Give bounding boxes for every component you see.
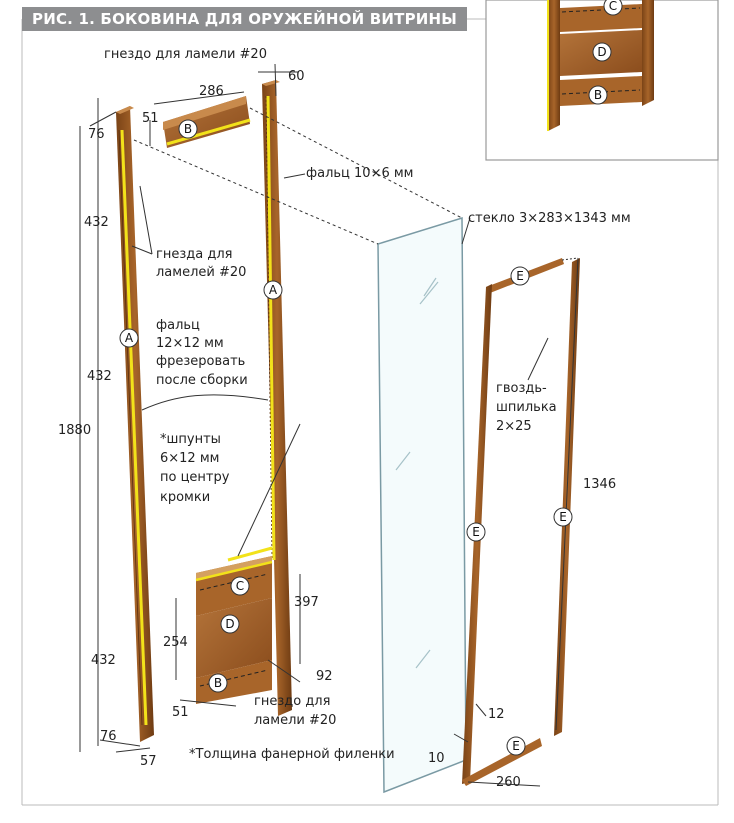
dim-60: 60 (288, 69, 305, 84)
letter-d: D (225, 617, 234, 631)
leader-lines (131, 63, 579, 683)
inset-detail (485, 0, 719, 161)
callout-c-inset (603, 0, 623, 16)
callout-e-top (510, 266, 530, 286)
callout-letters: A A B C D B E E E E C D B (125, 0, 617, 753)
label-nail-line3: 2×25 (496, 419, 532, 434)
dim-254: 254 (163, 635, 188, 650)
label-groove-line2: 6×12 мм (160, 451, 220, 466)
dim-76-top: 76 (88, 127, 105, 142)
letter-b-bottom: B (214, 676, 222, 690)
letter-e-bottom: E (512, 739, 520, 753)
letter-e-top: E (516, 269, 524, 283)
callout-b-bottom (208, 673, 228, 693)
dim-397: 397 (294, 595, 319, 610)
label-nail-line2: шпилька (496, 400, 557, 415)
label-rabbet-10x6: фальц 10×6 мм (306, 166, 414, 181)
left-stile-a (116, 106, 154, 742)
label-nail-line1: гвоздь- (496, 381, 547, 396)
label-slots-line2: ламелей #20 (156, 265, 247, 280)
letter-a-left: A (125, 331, 134, 345)
label-slot-top: гнездо для ламели #20 (104, 47, 267, 62)
dim-286: 286 (199, 84, 224, 99)
callout-e-right (553, 507, 573, 527)
label-footnote: *Толщина фанерной филенки (189, 747, 395, 762)
dim-92: 92 (316, 669, 333, 684)
label-rabbet-line2: 12×12 мм (156, 336, 224, 351)
label-groove-line1: *шпунты (160, 432, 221, 447)
dim-432-b: 432 (87, 369, 112, 384)
dim-51-bottom: 51 (172, 705, 189, 720)
label-rabbet-line3: фрезеровать (156, 354, 246, 369)
label-slots-line1: гнезда для (156, 247, 233, 262)
figure-title: РИС. 1. БОКОВИНА ДЛЯ ОРУЖЕЙНОЙ ВИТРИНЫ (22, 7, 468, 31)
callout-a-left (119, 328, 139, 348)
label-slot-bottom-line2: ламели #20 (254, 713, 337, 728)
label-glass: стекло 3×283×1343 мм (468, 211, 631, 226)
dimension-lines (79, 71, 579, 787)
callout-a-right (263, 280, 283, 300)
dim-260: 260 (496, 775, 521, 790)
letter-b-top: B (184, 122, 192, 136)
right-stile-a (262, 80, 292, 716)
dim-1880: 1880 (58, 423, 91, 438)
callout-d-inset (592, 42, 612, 62)
lower-panel-assembly (195, 546, 273, 704)
label-slot-bottom-line1: гнездо для (254, 694, 331, 709)
label-rabbet-line1: фальц (156, 318, 200, 333)
dim-10: 10 (428, 751, 445, 766)
letter-e-right: E (559, 510, 567, 524)
label-groove-line3: по центру (160, 470, 230, 485)
dim-12: 12 (488, 707, 505, 722)
callout-b-inset (588, 85, 608, 105)
dim-432-a: 432 (84, 215, 109, 230)
dimension-values: 286 60 51 76 432 432 1880 432 76 57 397 … (58, 69, 616, 790)
callout-d (220, 614, 240, 634)
dim-1346: 1346 (583, 477, 616, 492)
callout-b-top (178, 119, 198, 139)
part-callouts (119, 0, 623, 756)
callout-c (230, 576, 250, 596)
dim-76-bottom: 76 (100, 729, 117, 744)
letter-c-inset: C (609, 0, 617, 13)
dim-432-c: 432 (91, 653, 116, 668)
label-rabbet-line4: после сборки (156, 373, 248, 388)
glass-panel (377, 216, 467, 794)
letter-c: C (236, 579, 244, 593)
callout-e-bottom (506, 736, 526, 756)
letter-b-inset: B (594, 88, 602, 102)
letter-a-right: A (269, 283, 278, 297)
dim-51-top: 51 (142, 111, 159, 126)
letter-d-inset: D (597, 45, 606, 59)
label-groove-line4: кромки (160, 490, 211, 505)
dim-57: 57 (140, 754, 157, 769)
callout-e-left (466, 522, 486, 542)
top-rail-b (163, 96, 251, 148)
letter-e-left: E (472, 525, 480, 539)
